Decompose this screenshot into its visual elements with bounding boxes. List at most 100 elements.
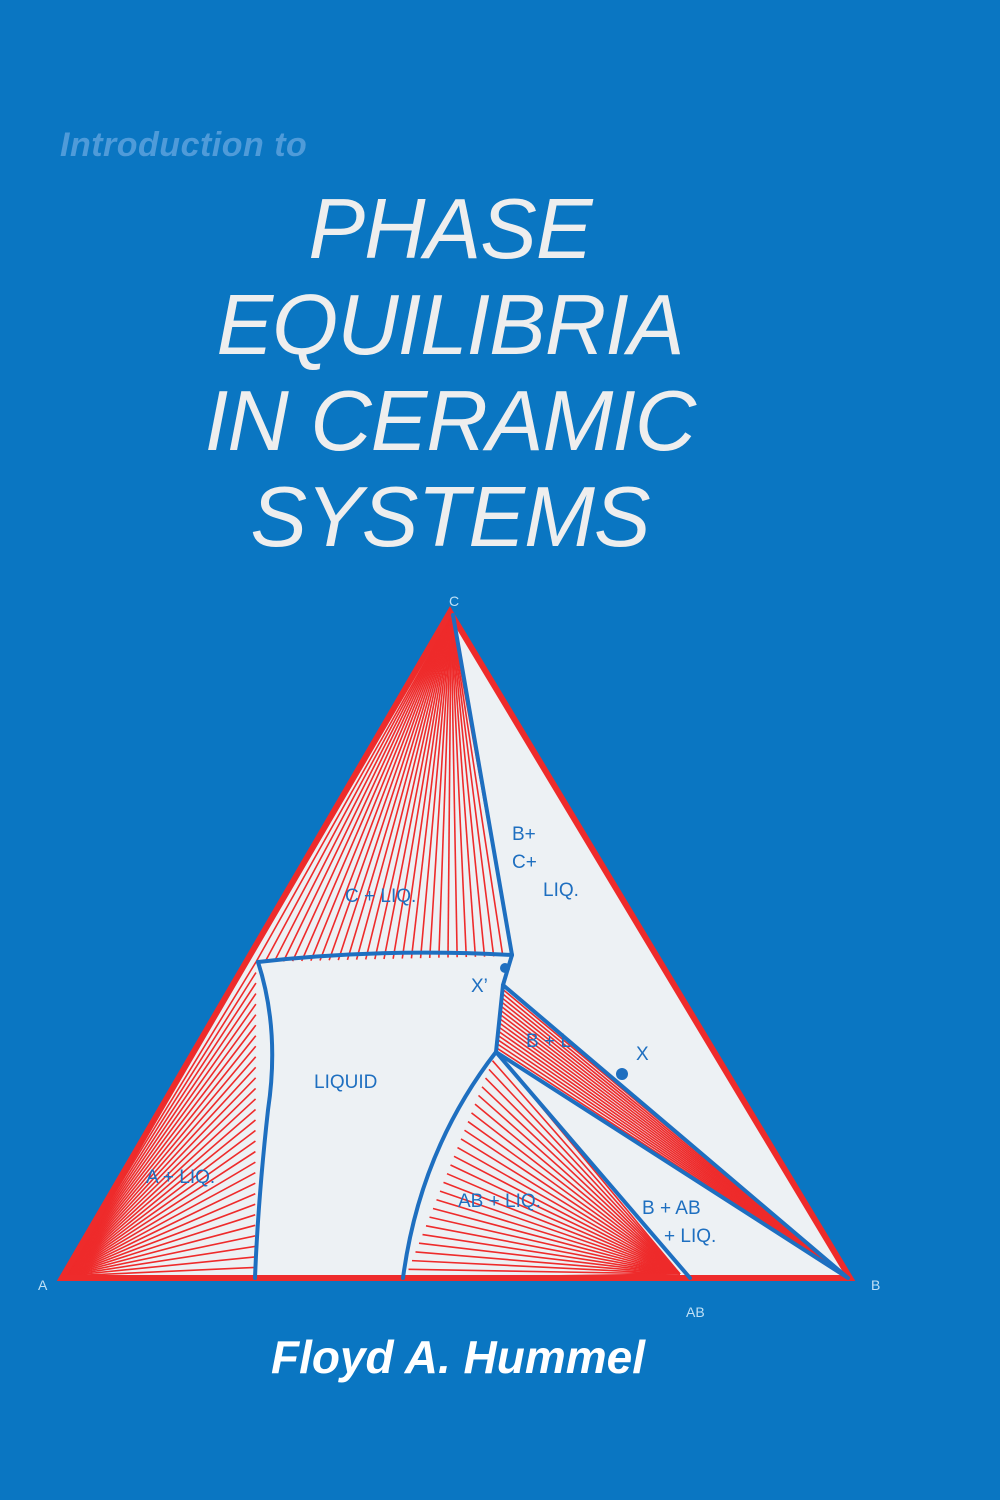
tie-line [63, 1182, 256, 1277]
tie-line [255, 615, 452, 963]
tie-line [450, 615, 468, 958]
tie-line [491, 1060, 681, 1275]
vertex-label-b: B [871, 1277, 880, 1293]
tie-line [63, 982, 257, 1277]
tie-line [63, 1150, 256, 1277]
tie-line [63, 1014, 257, 1277]
tie-line [450, 615, 504, 957]
tie-line [392, 615, 452, 959]
tie-line [310, 615, 452, 962]
tie-line [63, 1235, 256, 1277]
tie-line [436, 1199, 681, 1275]
tie-line [282, 615, 452, 962]
tie-line [450, 615, 458, 958]
tie-line [428, 615, 452, 958]
tie-line [419, 615, 452, 959]
tie-line [291, 615, 452, 962]
tie-line [453, 1155, 681, 1275]
tie-line [460, 1138, 681, 1275]
tie-line [464, 1129, 681, 1275]
tie-line [411, 1259, 681, 1275]
point-x-marker [616, 1068, 628, 1080]
tie-line [63, 1192, 256, 1277]
tie-line [63, 1245, 256, 1277]
tie-line [467, 1120, 681, 1275]
tie-line [63, 1045, 257, 1277]
tie-line [63, 1087, 257, 1277]
tie-line [439, 1190, 681, 1275]
tie-line [63, 1266, 256, 1277]
tie-line [401, 615, 452, 959]
tie-line [63, 993, 257, 1277]
phase-boundaries [253, 613, 850, 1280]
tie-line [63, 1161, 256, 1277]
tie-line [383, 615, 452, 960]
tie-line [484, 1077, 681, 1275]
tie-line [328, 615, 452, 961]
tie-line [443, 1181, 681, 1275]
tie-line [63, 1108, 257, 1277]
tie-line [415, 1251, 681, 1275]
tie-line [446, 1172, 681, 1275]
tie-line [450, 1164, 681, 1275]
tie-line [425, 1225, 681, 1275]
tie-line [273, 615, 452, 962]
triangle-outline [56, 606, 856, 1281]
tie-line [450, 615, 477, 957]
tie-line [364, 615, 452, 960]
tie-line [457, 1146, 681, 1275]
title-line: IN CERAMIC [204, 374, 697, 469]
tie-line [63, 1171, 256, 1277]
tie-line [63, 1214, 256, 1277]
tie-line [422, 1233, 681, 1275]
tie-line [346, 615, 452, 961]
tie-line [450, 615, 486, 957]
region-label-b-ab-1: B + AB [642, 1198, 701, 1219]
tie-line [63, 1098, 257, 1277]
tie-line [355, 615, 452, 960]
title-line: EQUILIBRIA [216, 278, 684, 373]
tie-line [337, 615, 452, 961]
tie-line [63, 1056, 257, 1277]
tie-line [63, 1119, 257, 1277]
tie-line [481, 1086, 681, 1275]
tie-line [488, 1068, 681, 1275]
tie-line [63, 1256, 256, 1277]
tie-line [63, 1224, 256, 1277]
tie-line [63, 1003, 257, 1277]
point-x-prime-marker [500, 963, 510, 973]
region-label-liquid: LIQUID [314, 1072, 377, 1093]
tie-line [438, 615, 452, 958]
vertex-label-a: A [38, 1277, 48, 1293]
tie-line [374, 615, 452, 960]
tie-line [63, 1140, 256, 1277]
tie-line [432, 1207, 681, 1275]
tie-line [63, 1024, 257, 1277]
point-label-x-prime: X’ [471, 976, 488, 997]
region-label-b-l: B + L [526, 1031, 571, 1052]
tie-line [447, 615, 452, 958]
tie-line [63, 1077, 257, 1277]
region-label-b-ab-2: + LIQ. [664, 1226, 716, 1247]
book-title: PHASE EQUILIBRIA IN CERAMIC SYSTEMS [0, 182, 900, 566]
tie-line [63, 1035, 257, 1277]
point-label-x: X [636, 1044, 649, 1065]
tie-line [63, 1129, 256, 1277]
region-label-bcl-2: C+ [512, 852, 537, 873]
tie-line [418, 1242, 681, 1275]
region-label-c-liq: C + LIQ. [345, 886, 416, 907]
region-label-ab-liq: AB + LIQ. [458, 1191, 541, 1212]
tie-line [410, 615, 452, 959]
tie-line [300, 615, 452, 962]
region-label-bcl-1: B+ [512, 824, 536, 845]
tie-line [429, 1216, 681, 1275]
tie-line [63, 1203, 256, 1277]
title-line: PHASE [308, 182, 592, 277]
intro-text: Introduction to [60, 126, 308, 164]
vertex-label-c: C [449, 593, 459, 609]
title-line: SYSTEMS [250, 470, 650, 565]
tie-line [319, 615, 452, 961]
tie-line [450, 615, 495, 957]
author-name: Floyd A. Hummel [271, 1331, 645, 1383]
